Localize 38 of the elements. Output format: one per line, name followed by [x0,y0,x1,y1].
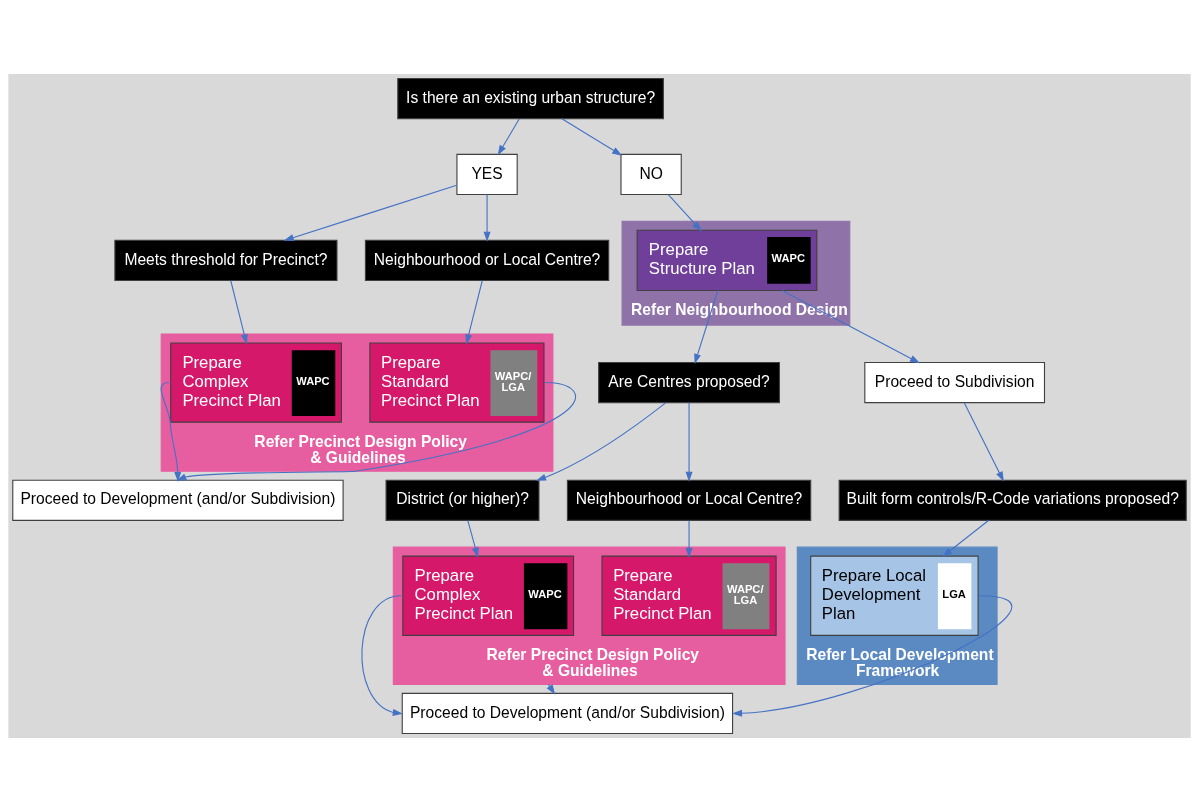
node-box: NO [620,153,682,196]
node-box: Are Centres proposed? [598,361,780,404]
arrow [160,382,182,482]
node-box: Meets threshold for Precinct? [114,239,338,281]
arrow [361,595,403,716]
arrow [467,520,479,558]
arrow [497,118,520,156]
node-box: Neighbourhood or Local Centre? [566,479,812,521]
node-box: Prepare Standard Precinct Plan WAPC/ LGA [601,555,777,636]
node-box: Proceed to Development (and/or Subdivision) [401,692,734,735]
node-box: Prepare Complex Precinct Plan WAPC [170,342,342,423]
node-box: YES [456,153,518,196]
arrow [176,382,577,481]
node-box: District (or higher)? [385,479,540,521]
arrow [561,118,623,156]
node-box: Prepare Local Development Plan LGA [810,555,979,636]
arrow [963,402,1004,482]
arrow [694,289,719,364]
arrow [781,289,920,364]
arrow [465,280,483,345]
arrow [230,280,248,345]
arrow [483,194,491,242]
arrow [283,184,458,242]
arrow [732,595,1012,717]
node-box: Proceed to Development (and/or Subdivision) [12,479,344,521]
arrow [685,520,693,558]
node-box: Is there an existing urban structure? [397,77,664,120]
arrow [546,683,556,695]
node-box: Built form controls/R-Code variations proposed? [838,479,1187,521]
node-box: Proceed to Subdivision [864,361,1046,404]
node-box: Prepare Complex Precinct Plan WAPC [402,555,575,636]
node-box: Neighbourhood or Local Centre? [364,239,610,281]
arrow [685,402,693,482]
node-box: Prepare Standard Precinct Plan WAPC/ LGA [369,342,545,423]
arrow [536,402,667,481]
node-box: Prepare Structure Plan WAPC [636,229,818,292]
arrow [942,519,989,557]
arrow [667,194,702,232]
